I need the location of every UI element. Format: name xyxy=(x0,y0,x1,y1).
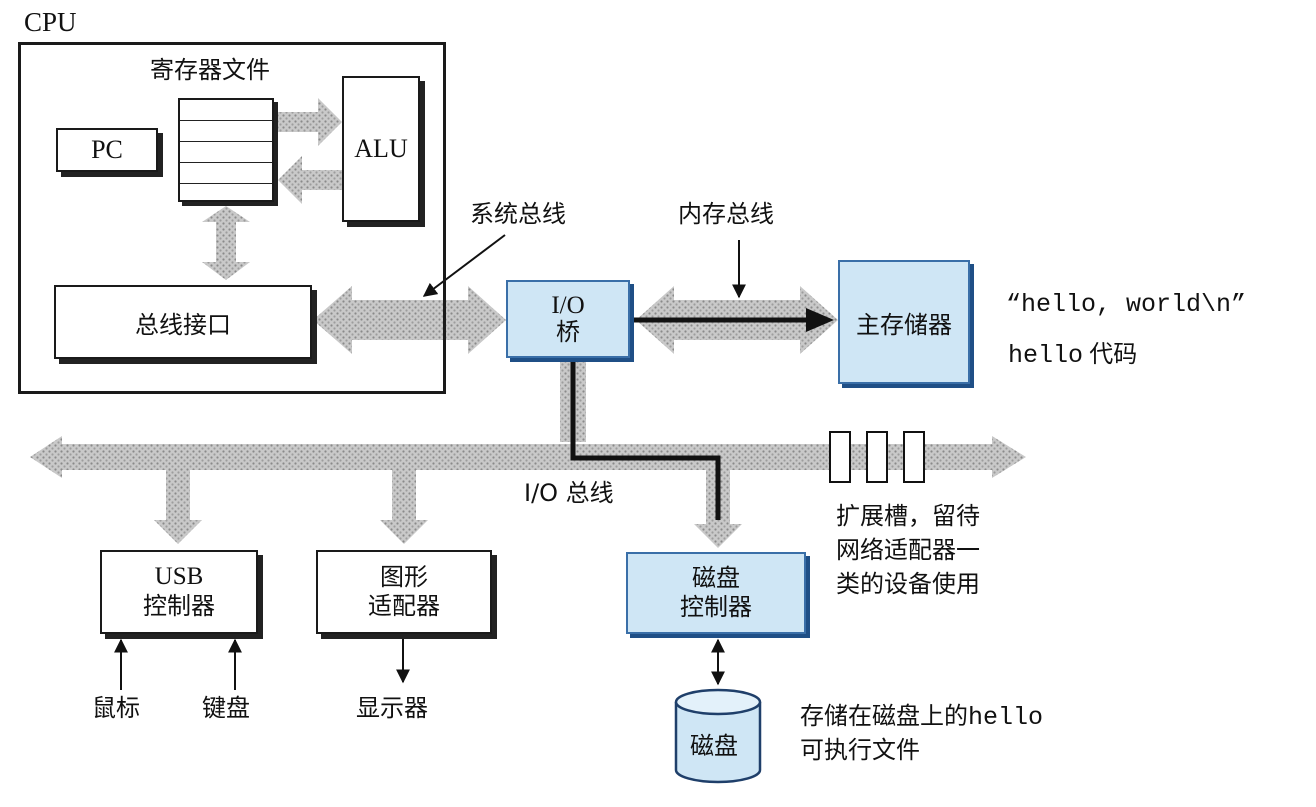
graphics-adapter-label-1: 图形 xyxy=(380,563,428,592)
usb-connector-arrow xyxy=(154,470,202,544)
alu: ALU xyxy=(342,76,420,222)
main-memory: 主存储器 xyxy=(838,260,970,384)
expansion-slot-1 xyxy=(829,431,851,483)
cpu-label: CPU xyxy=(24,7,77,37)
disk-controller-label-1: 磁盘 xyxy=(692,564,740,593)
io-bus-arrow xyxy=(30,436,1026,478)
alu-label: ALU xyxy=(354,134,408,163)
disk-note-code: hello xyxy=(968,703,1044,732)
hello-code-label: hello 代码 xyxy=(1008,340,1137,371)
disk-label: 磁盘 xyxy=(690,732,738,760)
bus-interface: 总线接口 xyxy=(54,285,312,359)
io-bridge-label-1: I/O xyxy=(551,291,585,319)
bus-interface-label: 总线接口 xyxy=(135,310,231,339)
main-memory-label: 主存储器 xyxy=(856,310,952,339)
expansion-slot-2 xyxy=(866,431,888,483)
io-bus-label: I/O 总线 xyxy=(524,479,614,507)
display-label: 显示器 xyxy=(356,694,428,722)
cpu-frame xyxy=(18,42,446,394)
memory-bus-label: 内存总线 xyxy=(678,200,774,228)
graphics-adapter-label-2: 适配器 xyxy=(368,592,440,620)
disk-controller: 磁盘 控制器 xyxy=(626,552,806,634)
expansion-slots-note-2: 网络适配器一 xyxy=(836,536,980,564)
graphics-adapter: 图形 适配器 xyxy=(316,550,492,634)
register-file xyxy=(178,98,274,202)
hello-code-word: hello xyxy=(1008,341,1084,370)
usb-controller-label-2: 控制器 xyxy=(143,591,215,620)
disk-note-line-2: 可执行文件 xyxy=(800,736,920,764)
register-file-label: 寄存器文件 xyxy=(150,56,270,84)
io-bridge-label-2: 桥 xyxy=(556,317,580,346)
expansion-slots-note-1: 扩展槽，留待 xyxy=(836,502,980,530)
expansion-slots-note-3: 类的设备使用 xyxy=(836,570,980,598)
disk-controller-label-2: 控制器 xyxy=(680,593,752,621)
alu-to-regfile-arrow xyxy=(278,156,342,204)
system-bus-pointer xyxy=(422,234,506,297)
mouse-label: 鼠标 xyxy=(92,694,140,722)
graphics-connector-arrow xyxy=(380,470,428,544)
usb-controller-label-1: USB xyxy=(154,563,204,591)
io-bridge: I/O 桥 xyxy=(506,280,630,358)
hello-data-path xyxy=(570,317,806,520)
disk-note-text: 存储在磁盘上的 xyxy=(800,702,968,730)
system-bus-arrow xyxy=(313,286,506,354)
pc-label: PC xyxy=(91,135,123,164)
disk-note-line-1: 存储在磁盘上的hello xyxy=(800,702,1043,733)
usb-controller: USB 控制器 xyxy=(100,550,258,634)
hello-world-string: “hello, world\n” xyxy=(1006,290,1247,319)
disk-cylinder xyxy=(674,688,762,784)
hello-code-text: 代码 xyxy=(1089,340,1138,368)
expansion-slot-3 xyxy=(903,431,925,483)
regfile-to-alu-arrow xyxy=(278,98,342,146)
regfile-bus-interface-arrow xyxy=(202,206,250,280)
system-bus-label: 系统总线 xyxy=(470,200,566,228)
keyboard-label: 键盘 xyxy=(202,694,250,722)
hello-data-path-arrowhead xyxy=(806,308,834,332)
pc-register: PC xyxy=(56,128,158,172)
